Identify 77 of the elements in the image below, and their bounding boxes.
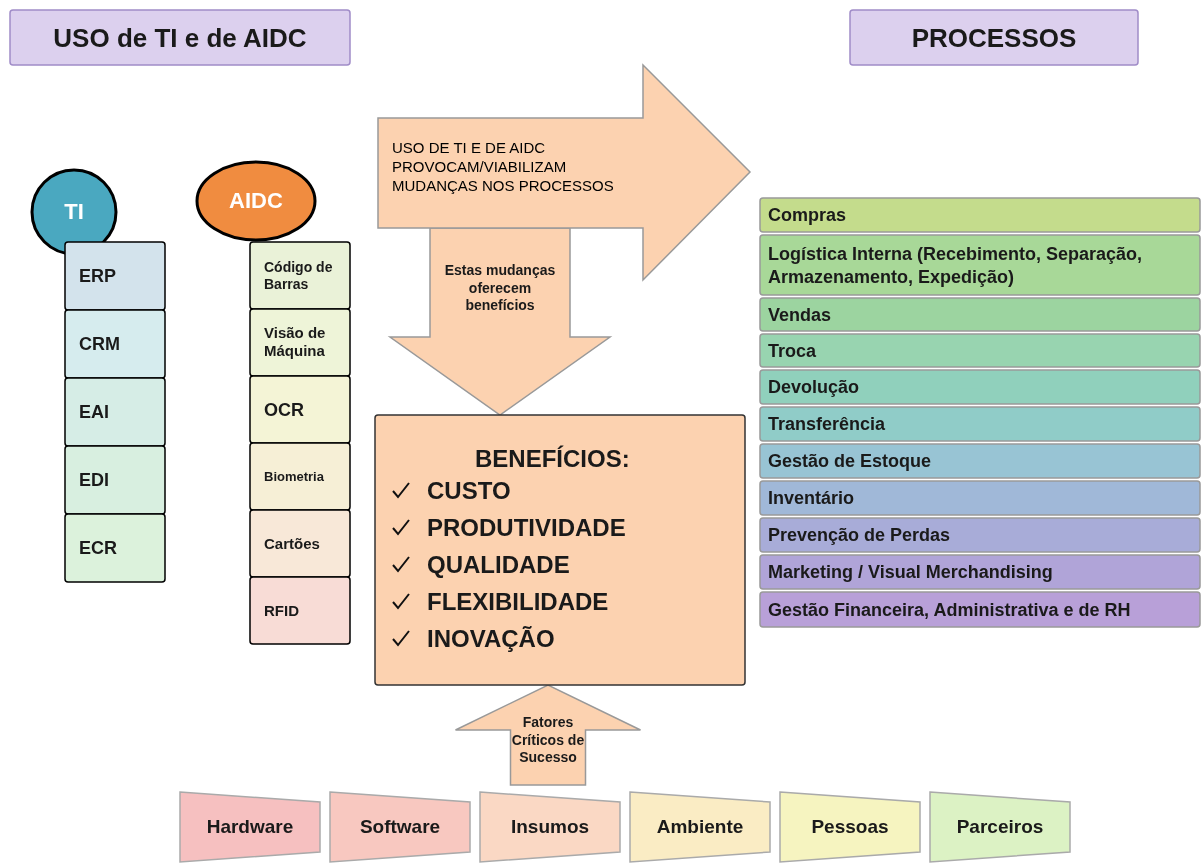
system-box — [65, 514, 165, 582]
process-box — [760, 481, 1200, 515]
node-label: Vendas — [768, 303, 833, 326]
node-label: AIDC — [228, 187, 284, 215]
benefit-item: QUALIDADE — [427, 551, 570, 579]
node-label: CRM — [79, 332, 121, 356]
node-label: Hardware — [205, 815, 295, 839]
process-box — [760, 198, 1200, 232]
node-label: Gestão de Estoque — [768, 449, 933, 473]
benefit-item: INOVAÇÃO — [427, 625, 555, 653]
system-box — [65, 446, 165, 514]
benefit-item: PRODUTIVIDADE — [427, 514, 626, 542]
process-box — [760, 444, 1200, 478]
node-label: Parceiros — [955, 815, 1045, 839]
factor-box — [930, 792, 1070, 862]
block-arrow — [378, 65, 750, 280]
node-label: Logística Interna (Recebimento, Separação, Armazenamento, Expedição) — [768, 242, 1144, 288]
node-label: Gestão Financeira, Administrativa e de RH — [768, 598, 1132, 621]
edge-label: Estas mudanças oferecem benefícios — [443, 262, 557, 315]
node-label: Prevenção de Perdas — [768, 523, 952, 547]
node-label: Visão de Máquina — [264, 323, 327, 362]
node-label: EAI — [79, 400, 110, 424]
node-label: Inventário — [768, 486, 856, 510]
node-label: Pessoas — [810, 815, 890, 839]
node-label: Insumos — [509, 815, 591, 839]
node-label: TI — [63, 198, 85, 226]
node-label: ERP — [79, 264, 117, 288]
factor-box — [180, 792, 320, 862]
title-box — [850, 10, 1138, 65]
benefit-item: FLEXIBILIDADE — [427, 588, 609, 616]
factor-box — [630, 792, 770, 862]
process-box — [760, 592, 1200, 627]
benefit-item: CUSTO — [427, 477, 511, 505]
benefits-box — [375, 415, 745, 685]
node-label: Cartões — [264, 534, 321, 553]
technology-box — [250, 376, 350, 443]
block-arrow — [454, 684, 642, 786]
category-circle — [30, 168, 118, 256]
process-box — [760, 298, 1200, 331]
edge-label: Fatores Críticos de Sucesso — [510, 714, 586, 767]
process-box — [760, 370, 1200, 404]
technology-box — [250, 510, 350, 577]
node-label: EDI — [79, 468, 110, 492]
node-label: OCR — [264, 398, 305, 421]
system-box — [65, 242, 165, 310]
node-label: USO de TI e de AIDC — [52, 21, 308, 54]
node-label: Compras — [768, 203, 848, 227]
node-label: ECR — [79, 536, 118, 560]
technology-box — [250, 242, 350, 309]
technology-box — [250, 309, 350, 376]
process-box — [760, 407, 1200, 441]
factor-box — [480, 792, 620, 862]
node-label: RFID — [264, 601, 300, 620]
technology-box — [250, 577, 350, 644]
system-box — [65, 378, 165, 446]
node-label: PROCESSOS — [910, 21, 1078, 54]
node-label: Software — [358, 815, 442, 839]
node-label: Transferência — [768, 412, 887, 436]
process-box — [760, 334, 1200, 367]
block-arrow — [387, 227, 613, 416]
benefits-heading: BENEFÍCIOS: — [475, 445, 630, 473]
node-label: Biometria — [264, 468, 325, 485]
node-label: Troca — [768, 339, 818, 362]
node-label: Código de Barras — [264, 258, 334, 293]
process-box — [760, 518, 1200, 552]
node-label: USO DE TI E DE AIDC PROVOCAM/VIABILIZAM MUDANÇAS NOS PROCESSOS — [392, 139, 615, 196]
node-label: Devolução — [768, 375, 861, 399]
factor-box — [330, 792, 470, 862]
node-label: Ambiente — [655, 815, 745, 839]
system-box — [65, 310, 165, 378]
technology-box — [250, 443, 350, 510]
process-box — [760, 555, 1200, 589]
node-label: Marketing / Visual Merchandising — [768, 560, 1054, 584]
category-ellipse — [195, 160, 317, 242]
process-box — [760, 235, 1200, 295]
title-box — [10, 10, 350, 65]
factor-box — [780, 792, 920, 862]
